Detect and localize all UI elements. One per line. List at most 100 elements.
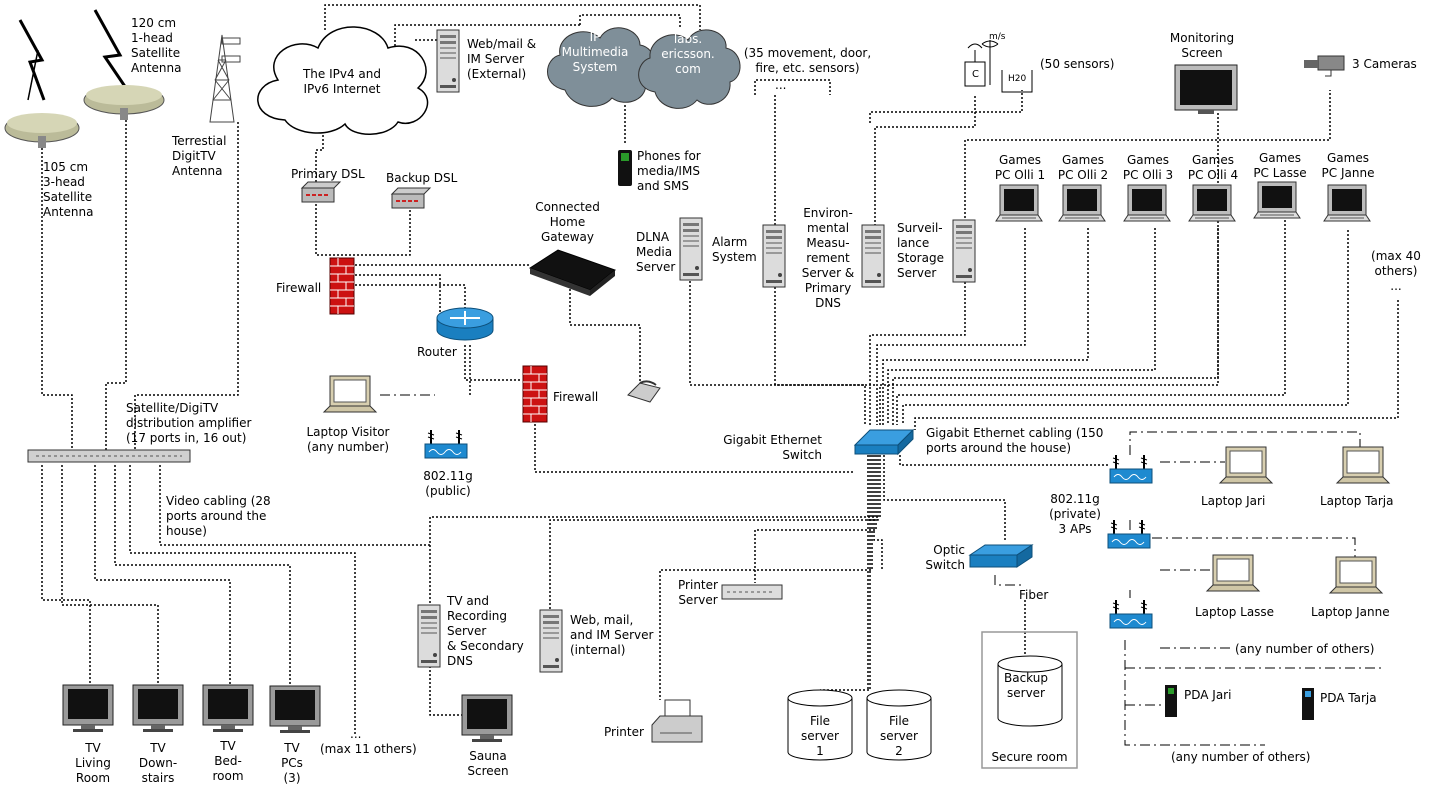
label-laptop-tarja: Laptop Tarja (1320, 494, 1394, 508)
label-internet: The IPv4 and IPv6 Internet (302, 67, 382, 96)
terrestrial-antenna-icon (209, 34, 241, 123)
label-terrestrial: Terrestial DigitTV Antenna (172, 134, 227, 178)
label-router: Router (417, 345, 457, 359)
backup-dsl-modem-icon (390, 187, 432, 209)
label-secure-room: Secure room (991, 750, 1068, 764)
label-connected-home: Connected Home Gateway (535, 200, 600, 244)
label-video-cabling: Video cabling (28 ports around the house… (166, 494, 271, 538)
dlna-media-server-icon (679, 217, 703, 281)
label-ip-multimedia: IP Multimedia System (561, 30, 629, 74)
tv-pcs-icon (269, 685, 321, 734)
web-mail-external-server-icon (436, 29, 460, 93)
internet-cloud-icon (257, 26, 429, 135)
label-surveillance: Surveil- lance Storage Server (897, 221, 944, 280)
label-primary-dsl: Primary DSL (291, 167, 365, 181)
label-tv-recording: TV and Recording Server & Secondary DNS (447, 594, 524, 668)
laptop-lasse-icon (1206, 554, 1260, 592)
label-firewall-1: Firewall (276, 281, 322, 295)
games-pc-icon (1253, 181, 1301, 219)
label-gig-cabling: Gigabit Ethernet cabling (150 ports arou… (926, 426, 1104, 455)
label-environmental: Environ- mental Measu- rement Server & P… (801, 206, 855, 310)
label-ap-public: 802.11g (public) (423, 469, 473, 498)
label-max-11: (max 11 others) (320, 742, 417, 756)
distribution-amplifier-icon (27, 449, 191, 463)
satellite-dish-120-icon (83, 9, 165, 120)
label-printer: Printer (604, 725, 644, 739)
label-tv-bedroom: TV Bed- room (212, 739, 244, 783)
label-pda-tarja: PDA Tarja (1320, 691, 1377, 705)
label-sat-105: 105 cm 3-head Satellite Antenna (43, 160, 94, 219)
laptop-janne-icon (1329, 556, 1383, 594)
label-games-6: Games PC Janne (1321, 151, 1375, 180)
label-games-1: Games PC Olli 1 (994, 153, 1046, 182)
laptop-visitor-icon (323, 375, 377, 413)
web-mail-internal-server-icon (539, 609, 563, 673)
router-icon (436, 307, 494, 341)
firewall-icon (522, 365, 548, 423)
printer-server-icon (721, 584, 783, 600)
games-pc-icon (995, 184, 1043, 222)
printer-icon (651, 699, 703, 743)
label-tv-pcs: TV PCs (3) (281, 741, 303, 785)
label-backup-dsl: Backup DSL (386, 171, 458, 185)
primary-dsl-modem-icon (300, 181, 342, 203)
surveillance-server-icon (952, 219, 976, 283)
camera-icon (1304, 55, 1345, 77)
label-laptop-visitor: Laptop Visitor (any number) (306, 425, 390, 454)
gigabit-switch-icon (853, 428, 915, 456)
label-webmail-internal: Web, mail, and IM Server (internal) (570, 613, 654, 657)
label-fiber: Fiber (1019, 588, 1049, 602)
access-point-private-icon (1107, 519, 1151, 549)
label-file-server-2: File server 2 (880, 714, 918, 758)
ip-multimedia-cloud-icon (547, 27, 656, 107)
label-c-box: C (972, 69, 979, 80)
tv-downstairs-icon (132, 684, 184, 733)
tv-recording-server-icon (417, 604, 441, 668)
pda-icon (1302, 688, 1314, 720)
label-monitoring: Monitoring Screen (1169, 31, 1235, 60)
label-amplifier: Satellite/DigiTV distribution amplifier … (126, 401, 252, 445)
tv-bedroom-icon (202, 684, 254, 733)
tv-living-room-icon (62, 684, 114, 733)
label-ap-private: 802.11g (private) 3 APs (1049, 492, 1101, 536)
sauna-screen-icon (461, 694, 513, 743)
firewall-icon (329, 257, 355, 315)
laptop-tarja-icon (1336, 446, 1390, 484)
label-games-4: Games PC Olli 4 (1187, 153, 1239, 182)
label-laptop-lasse: Laptop Lasse (1195, 605, 1275, 619)
label-file-server-1: File server 1 (801, 714, 839, 758)
label-max-40: (max 40 others) ... (1371, 249, 1421, 293)
label-h20: H20 (1008, 74, 1027, 84)
labs-cloud-icon (638, 29, 741, 109)
label-alarm: Alarm System (712, 235, 757, 264)
label-gig-switch: Gigabit Ethernet Switch (723, 433, 822, 462)
games-pc-icon (1323, 184, 1371, 222)
monitoring-screen-icon (1174, 64, 1238, 114)
label-laptop-jari: Laptop Jari (1201, 494, 1266, 508)
label-pda-jari: PDA Jari (1184, 688, 1232, 702)
games-pc-icon (1058, 184, 1106, 222)
optic-switch-icon (968, 544, 1034, 568)
games-pc-icon (1188, 184, 1236, 222)
label-sat-120: 120 cm 1-head Satellite Antenna (131, 16, 182, 75)
label-labs: labs. ericsson. com (661, 32, 715, 76)
label-games-2: Games PC Olli 2 (1057, 153, 1109, 182)
label-dlna: DLNA Media Server (636, 230, 676, 274)
label-games-3: Games PC Olli 3 (1122, 153, 1174, 182)
games-pc-icon (1123, 184, 1171, 222)
label-sauna: Sauna Screen (467, 749, 509, 778)
label-webmail-external: Web/mail & IM Server (External) (467, 37, 537, 81)
label-tv-living: TV Living Room (75, 741, 111, 785)
label-ms: m/s (989, 32, 1006, 42)
access-point-private-icon (1109, 599, 1153, 629)
label-phones: Phones for media/IMS and SMS (637, 149, 701, 193)
alarm-system-server-icon (762, 224, 786, 288)
connected-home-gateway-icon (528, 249, 617, 296)
label-any-others-1: (any number of others) (1235, 642, 1375, 656)
label-tv-downstairs: TV Down- stairs (138, 741, 178, 785)
phone-icon (618, 150, 632, 186)
label-firewall-2: Firewall (553, 390, 599, 404)
label-any-others-2: (any number of others) (1171, 750, 1311, 764)
secure-room-box (981, 631, 1078, 769)
